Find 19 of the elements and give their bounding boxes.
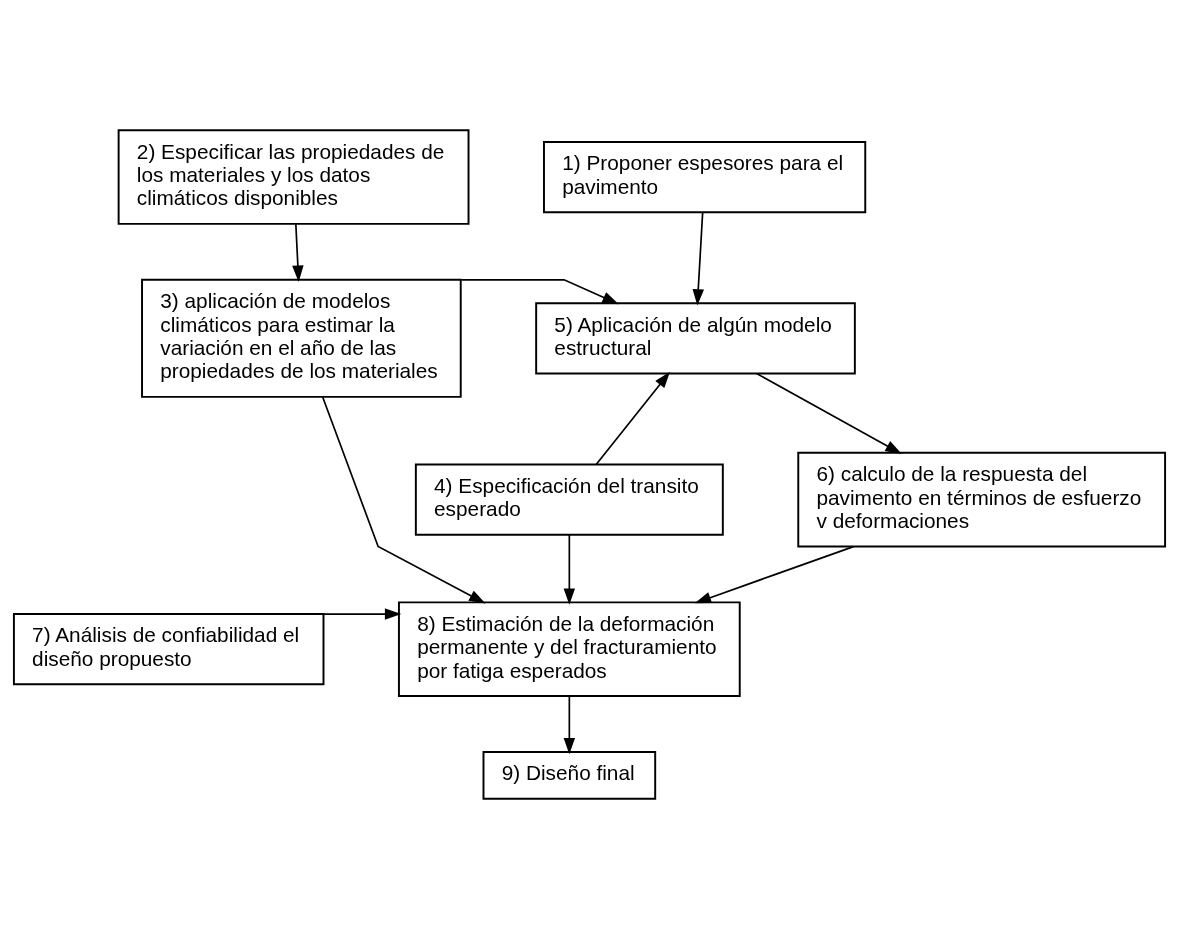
arrow — [563, 533, 576, 605]
node-box: 8) Estimación de la deformación permanente y del fracturamiento por fatiga esperados — [397, 600, 741, 697]
arrow — [292, 222, 304, 282]
node-box: 9) Diseño final — [482, 750, 657, 800]
arrow — [563, 694, 576, 754]
arrow — [692, 211, 704, 306]
node-box: 7) Análisis de confiabilidad el diseño propuesto — [12, 612, 325, 685]
node-box: 3) aplicación de modelos climáticos para estimar la variación en el año de las propiedades de los materiales — [141, 278, 462, 398]
arrow — [322, 607, 402, 620]
arrow — [694, 545, 855, 603]
arrow — [595, 371, 671, 465]
arrow — [460, 278, 619, 304]
arrow — [755, 372, 902, 454]
node-box: 1) Proponer espesores para el pavimento — [543, 140, 867, 213]
node-box: 4) Especificación del transito esperado — [414, 463, 724, 536]
node-box: 6) calculo de la respuesta del pavimento en términos de esfuerzo v deformaciones — [797, 451, 1167, 547]
node-box: 5) Aplicación de algún modelo estructural — [535, 301, 856, 374]
arrow — [321, 395, 486, 603]
node-box: 2) Especificar las propiedades de los materiales y los datos climáticos disponibles — [117, 128, 470, 225]
